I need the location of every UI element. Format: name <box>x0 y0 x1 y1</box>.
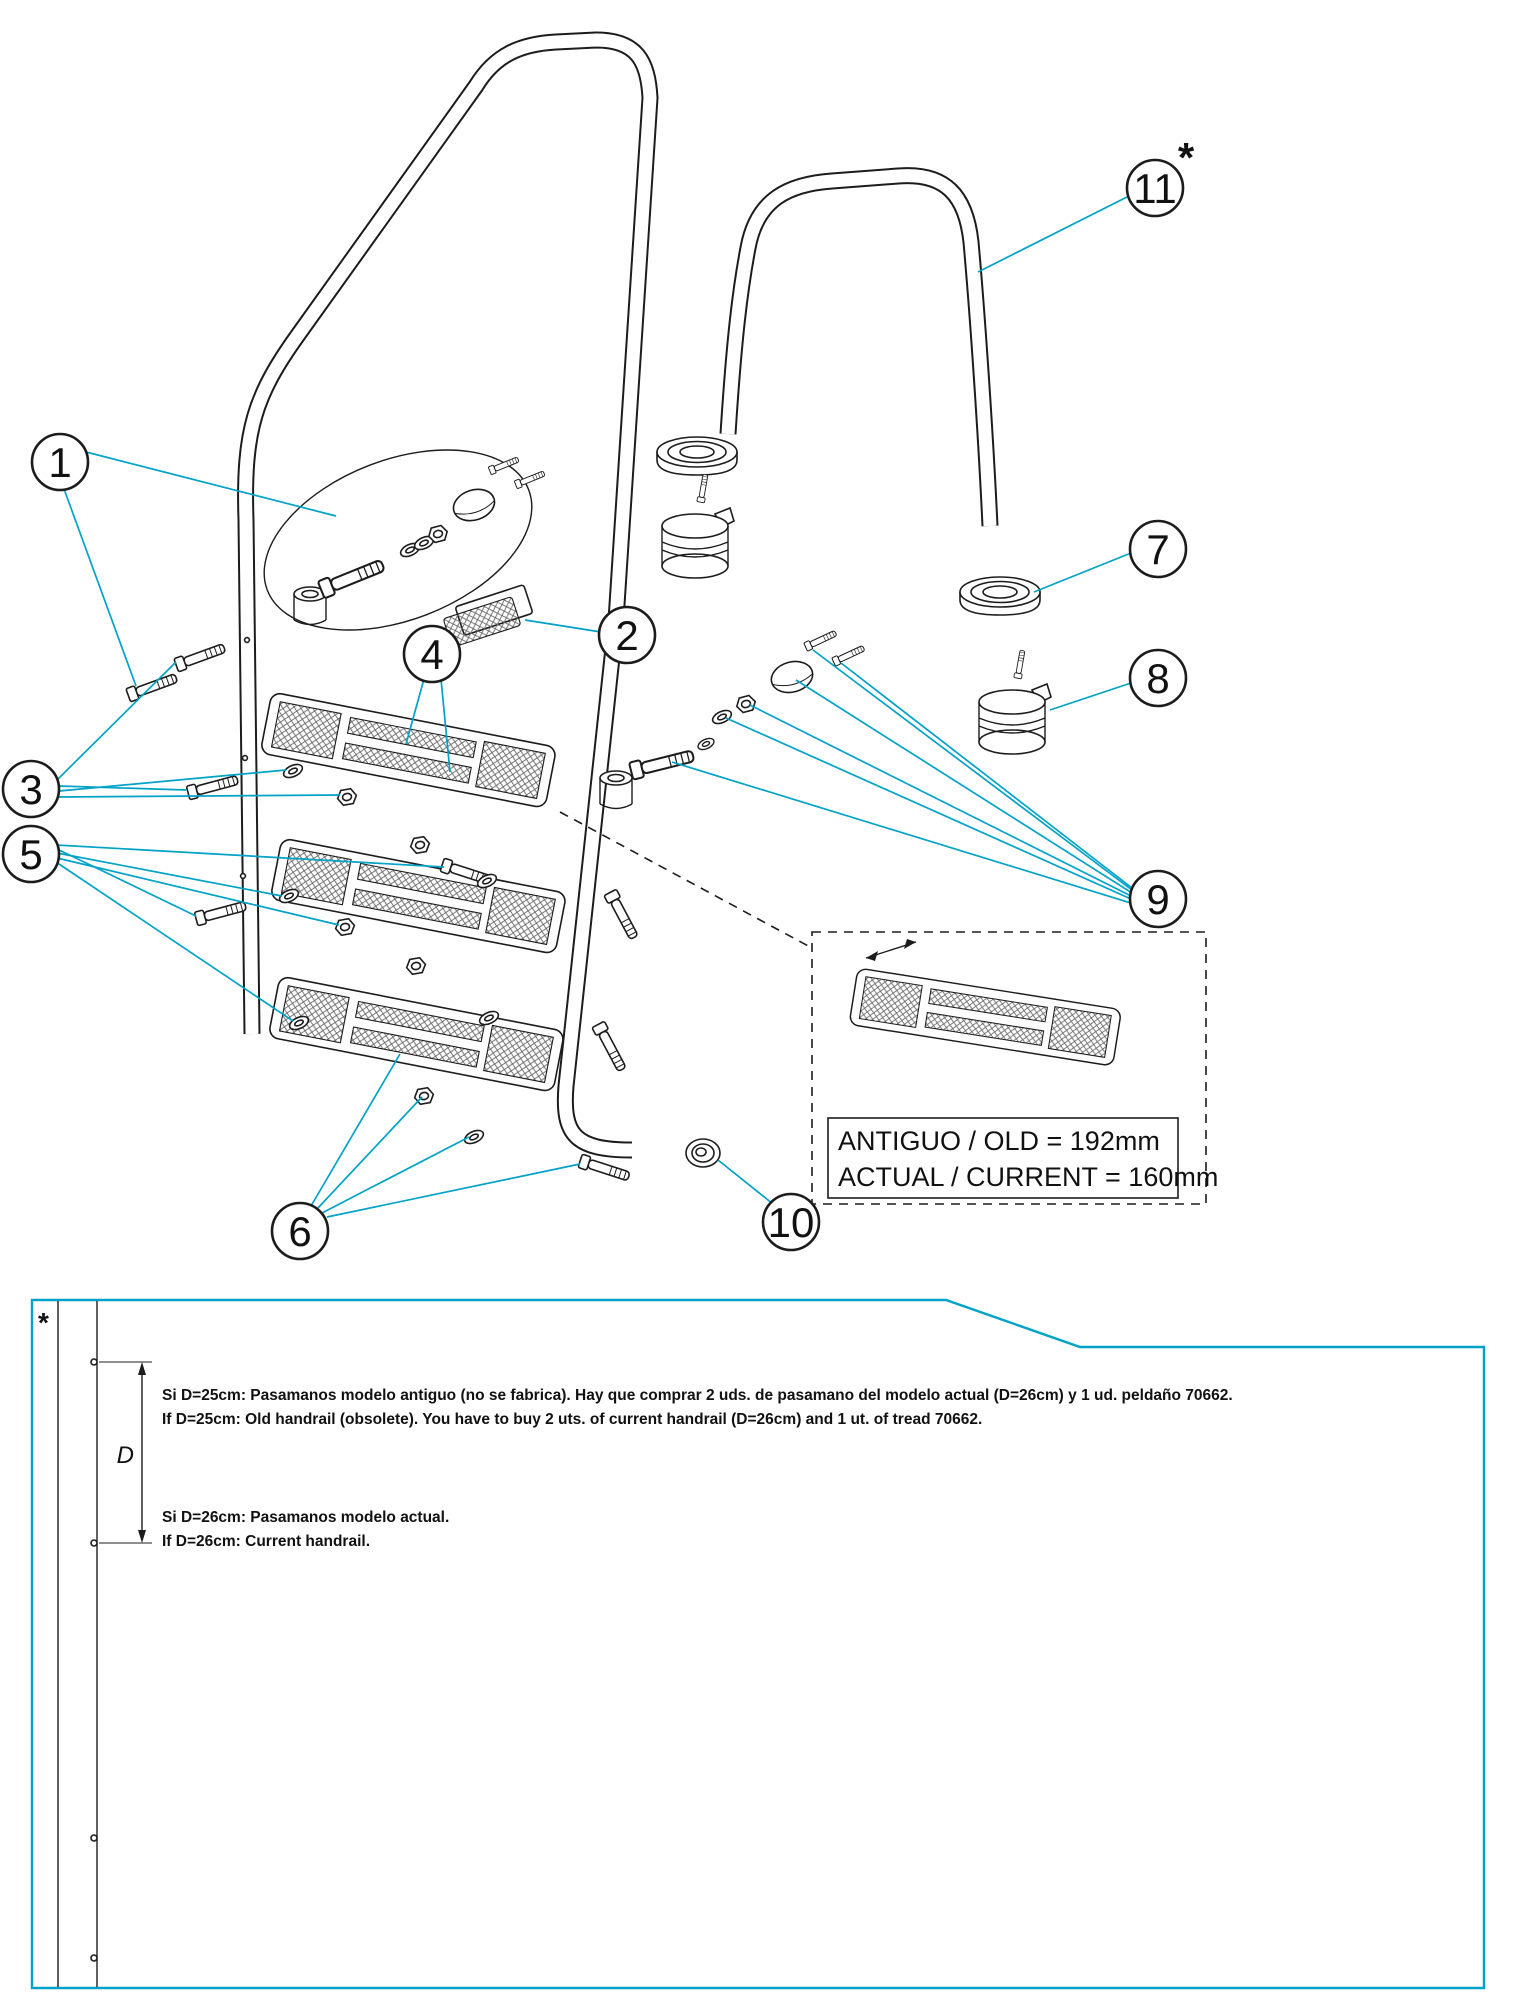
callout-5: 5 <box>1 824 61 884</box>
callout-7-label: 7 <box>1146 526 1169 573</box>
callout-3-circle <box>1 759 61 819</box>
detail-box: ANTIGUO / OLD = 192mm ACTUAL / CURRENT =… <box>811 931 1218 1205</box>
callout-3: 3 <box>1 759 61 819</box>
callout-1: 1 <box>30 432 90 492</box>
washer <box>280 760 306 782</box>
bolt <box>173 640 228 673</box>
handrail-right <box>719 167 999 527</box>
nut <box>335 787 359 807</box>
note-25cm-es: Si D=25cm: Pasamanos modelo antiguo (no … <box>162 1387 1233 1404</box>
footnote-asterisk: * <box>38 1307 49 1338</box>
callout-10-label: 10 <box>768 1199 815 1246</box>
rail-hole <box>243 636 251 644</box>
leader-lines <box>55 196 1133 1218</box>
callout-2-label: 2 <box>615 612 638 659</box>
callout-7: 7 <box>1128 519 1188 579</box>
note-26cm-es: Si D=26cm: Pasamanos modelo actual. <box>162 1509 449 1526</box>
tube-dimension-drawing: D <box>57 1301 152 1987</box>
detail-label-box <box>827 1117 1179 1199</box>
washer <box>461 1126 487 1148</box>
callout-10-circle <box>761 1192 821 1252</box>
bolt <box>591 1020 630 1074</box>
screw <box>831 643 867 667</box>
footnote-border <box>30 1298 1486 1990</box>
rail-hole <box>241 754 249 762</box>
callout-1-circle <box>30 432 90 492</box>
nut <box>408 835 432 855</box>
callout-1-label: 1 <box>48 439 71 486</box>
callout-7-circle <box>1128 519 1188 579</box>
callout-5-label: 5 <box>19 831 42 878</box>
cover-disc <box>448 483 500 527</box>
screw <box>487 455 521 476</box>
tread-1 <box>259 691 558 809</box>
callout-10: 10 <box>761 1192 821 1252</box>
screw <box>513 469 547 490</box>
axle-bolt <box>628 746 697 781</box>
detail-tread <box>848 967 1123 1067</box>
screw <box>803 628 839 652</box>
nut <box>404 956 428 976</box>
callout-2: 2 <box>597 605 657 665</box>
callout-11-label: 11 <box>1133 165 1177 212</box>
callout-4: 4 <box>402 624 462 684</box>
bolt <box>577 1153 632 1184</box>
callout-9-label: 9 <box>1146 876 1169 923</box>
callout-8: 8 <box>1128 648 1188 708</box>
bolt <box>193 898 249 927</box>
note-26cm-en: If D=26cm: Current handrail. <box>162 1533 370 1550</box>
nut <box>734 693 758 715</box>
callout-11-asterisk: * <box>1178 134 1195 181</box>
callout-6-circle <box>270 1201 330 1261</box>
callout-6: 6 <box>270 1201 330 1261</box>
note-25cm-en: If D=25cm: Old handrail (obsolete). You … <box>162 1411 982 1428</box>
detail-old-label: ANTIGUO / OLD = 192mm <box>838 1126 1160 1156</box>
callout-11-circle <box>1125 158 1185 218</box>
detail-current-label: ACTUAL / CURRENT = 160mm <box>838 1162 1218 1192</box>
callout-11: 11 * <box>1125 134 1195 218</box>
wedge-anchor-8 <box>979 650 1051 754</box>
grip-plate <box>443 584 533 648</box>
callout-5-circle <box>1 824 61 884</box>
cover-disc <box>767 656 817 698</box>
escutcheon-ring <box>656 436 738 476</box>
anchor-right-group <box>959 576 1051 754</box>
axle-assembly <box>263 449 547 631</box>
bolt <box>603 888 642 942</box>
callout-6-label: 6 <box>288 1208 311 1255</box>
dimension-label: D <box>117 1442 134 1469</box>
washer <box>709 706 735 728</box>
end-plug-10 <box>685 1138 721 1168</box>
detail-box-border <box>811 931 1207 1205</box>
rail-hole <box>239 872 247 880</box>
nut <box>333 917 357 937</box>
tread-2 <box>269 837 568 955</box>
wedge-anchor <box>662 474 734 578</box>
callout-3-label: 3 <box>19 766 42 813</box>
footnote-box: * D Si D=25cm: Pasamanos modelo antiguo … <box>30 1298 1486 1990</box>
tread-3 <box>267 975 566 1093</box>
handrail-front <box>237 31 659 1159</box>
callout-9-circle <box>1128 869 1188 929</box>
escutcheon-ring-7 <box>959 576 1041 616</box>
callout-4-label: 4 <box>420 631 443 678</box>
anchor-left-group <box>656 436 738 578</box>
callout-4-circle <box>402 624 462 684</box>
detail-ellipse <box>263 449 533 631</box>
washer <box>695 735 717 753</box>
axle-bolt <box>316 555 388 600</box>
callout-8-circle <box>1128 648 1188 708</box>
callout-9: 9 <box>1128 869 1188 929</box>
callout-2-circle <box>597 605 657 665</box>
callout-8-label: 8 <box>1146 655 1169 702</box>
